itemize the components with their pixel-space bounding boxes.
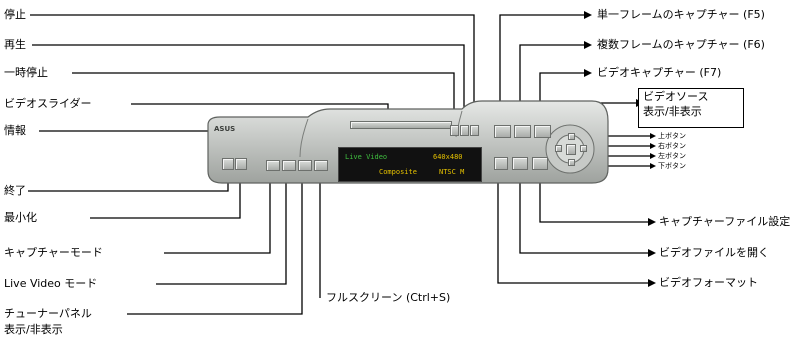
label-pause: 一時停止 [4, 66, 48, 79]
tuner-panel-button[interactable] [298, 160, 312, 171]
right-button[interactable] [580, 145, 587, 152]
label-capture-mode: キャプチャーモード [4, 246, 103, 259]
status-display: Live Video 640x480 Composite NTSC M [338, 147, 482, 182]
multi-frame-capture-button[interactable] [514, 125, 531, 138]
display-source: Composite [379, 168, 417, 176]
label-info: 情報 [4, 124, 26, 137]
left-button[interactable] [555, 145, 562, 152]
asus-logo: ASUS [214, 125, 236, 133]
display-mode: Live Video [345, 153, 388, 161]
video-source-button[interactable] [566, 144, 576, 155]
label-right-button: 右ボタン [658, 142, 686, 150]
video-format-button[interactable] [494, 157, 508, 170]
open-video-file-button[interactable] [512, 157, 528, 170]
label-tuner-panel: チューナーパネル [4, 307, 92, 320]
label-single-frame-capture: 単一フレームのキャプチャー (F5) [597, 8, 765, 21]
pause-button[interactable] [450, 125, 459, 136]
label-video-source-box: ビデオソース 表示/非表示 [638, 88, 744, 128]
minimize-button[interactable] [235, 158, 247, 170]
label-exit: 終了 [4, 184, 26, 197]
label-video-source: ビデオソース [643, 90, 709, 103]
label-video-slider: ビデオスライダー [4, 97, 92, 110]
label-down-button: 下ボタン [658, 162, 686, 170]
fullscreen-button[interactable] [314, 160, 328, 171]
label-video-format: ビデオフォーマット [659, 276, 758, 289]
label-video-capture: ビデオキャプチャー (F7) [597, 66, 722, 79]
label-play: 再生 [4, 38, 26, 51]
label-up-button: 上ボタン [658, 132, 686, 140]
video-slider[interactable] [350, 121, 452, 129]
display-format: NTSC M [439, 168, 465, 176]
stop-button[interactable] [470, 125, 479, 136]
play-button[interactable] [460, 125, 469, 136]
label-video-source-sub: 表示/非表示 [643, 105, 702, 118]
down-button[interactable] [568, 159, 575, 166]
label-stop: 停止 [4, 8, 26, 21]
label-open-video-file: ビデオファイルを開く [659, 246, 769, 259]
label-live-video-mode: Live Video モード [4, 277, 98, 290]
up-button[interactable] [568, 133, 575, 140]
label-fullscreen: フルスクリーン (Ctrl+S) [326, 291, 451, 304]
label-capture-file-settings: キャプチャーファイル設定 [659, 215, 791, 228]
label-multi-frame-capture: 複数フレームのキャプチャー (F6) [597, 38, 765, 51]
label-left-button: 左ボタン [658, 152, 686, 160]
exit-button[interactable] [222, 158, 234, 170]
capture-mode-button[interactable] [266, 160, 280, 171]
single-frame-capture-button[interactable] [494, 125, 511, 138]
label-tuner-panel-sub: 表示/非表示 [4, 323, 63, 336]
video-capture-button[interactable] [534, 125, 551, 138]
capture-file-settings-button[interactable] [532, 157, 548, 170]
player-panel: ASUS Live Video 640x480 Composite NTSC M [200, 97, 613, 187]
label-minimize: 最小化 [4, 211, 37, 224]
display-resolution: 640x480 [433, 153, 463, 161]
live-video-mode-button[interactable] [282, 160, 296, 171]
